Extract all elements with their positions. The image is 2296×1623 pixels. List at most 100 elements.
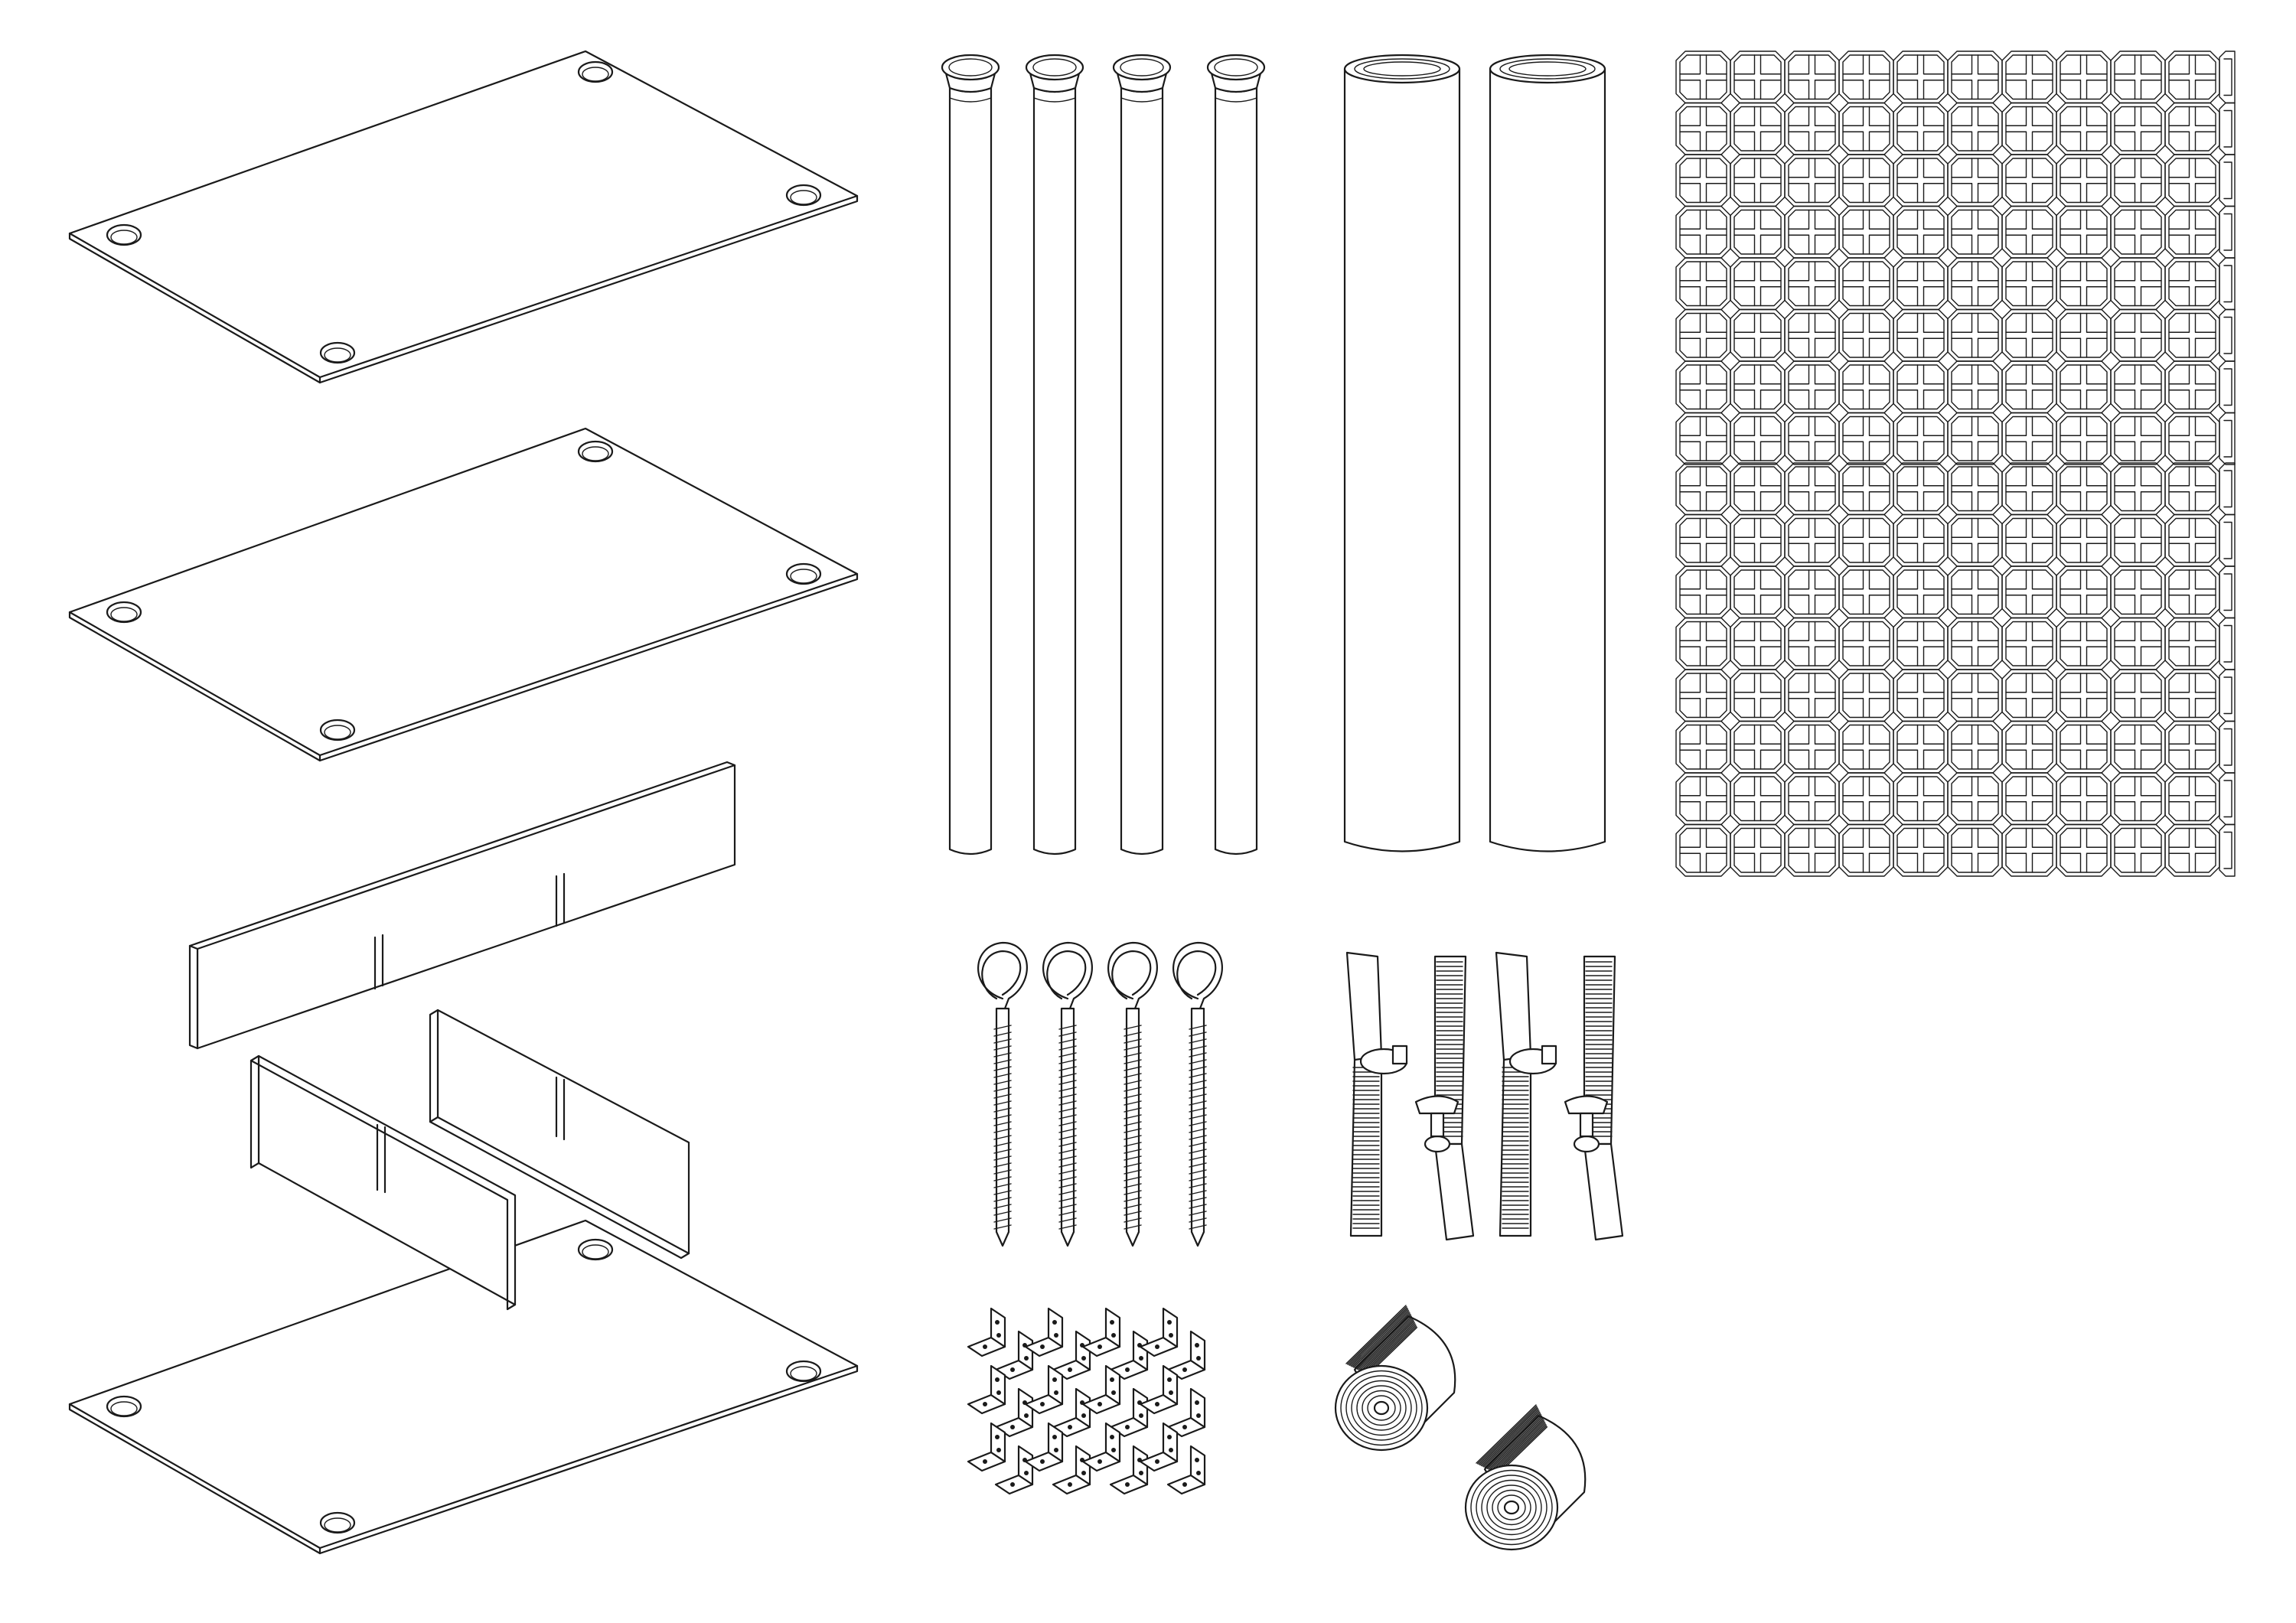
grid-cell <box>1838 720 1894 774</box>
grid-cell <box>1947 360 2003 414</box>
grid-cell <box>2056 257 2112 311</box>
grid-cell <box>2001 102 2057 155</box>
grid-cell <box>2164 360 2220 414</box>
grid-cell <box>2110 513 2166 567</box>
tape-rolls-group <box>1334 1305 1587 1551</box>
angle-bracket <box>1052 1445 1091 1495</box>
grid-cell <box>2164 513 2220 567</box>
grid-cell <box>1675 308 1731 362</box>
grid-cell <box>1947 308 2003 362</box>
panel-hole <box>785 184 822 207</box>
grid-cell <box>1730 257 1786 311</box>
grid-cell <box>1730 308 1786 362</box>
grid-cell <box>1784 772 1840 826</box>
grid-cell <box>1947 513 2003 567</box>
grid-cell <box>1730 154 1786 207</box>
panel-hole <box>785 562 822 585</box>
grid-cell <box>2110 720 2166 774</box>
angle-bracket <box>1081 1307 1121 1357</box>
angle-bracket <box>1139 1364 1179 1415</box>
grid-cell <box>1675 823 1731 877</box>
panel-hole <box>106 601 142 624</box>
divider-long <box>188 761 736 1050</box>
angle-bracket <box>967 1422 1006 1472</box>
grid-cell <box>1730 823 1786 877</box>
angle-bracket <box>994 1445 1034 1495</box>
grid-cell <box>2110 565 2166 619</box>
grid-cell <box>2164 257 2220 311</box>
grid-cell <box>2056 412 2112 465</box>
grid-cell <box>1947 205 2003 259</box>
grid-cell <box>2110 412 2166 465</box>
angle-bracket <box>1139 1307 1179 1357</box>
grid-cell <box>2001 154 2057 207</box>
angle-bracket <box>1024 1422 1064 1472</box>
panel-hole <box>106 223 142 246</box>
grid-cell <box>1893 308 1949 362</box>
grid-cell <box>1838 102 1894 155</box>
grid-cell <box>1784 205 1840 259</box>
angle-bracket <box>1109 1445 1149 1495</box>
grid-cell <box>2110 205 2166 259</box>
grid-cell <box>2164 462 2220 516</box>
grid-cell <box>1893 462 1949 516</box>
grid-cell <box>1838 360 1894 414</box>
rod <box>1112 54 1172 855</box>
grid-cell <box>1730 513 1786 567</box>
grid-cell <box>2164 205 2220 259</box>
grid-cell <box>1947 772 2003 826</box>
panel-hole <box>577 60 614 83</box>
grid-cell <box>1947 462 2003 516</box>
grid-cell <box>1784 462 1840 516</box>
panel-hole <box>577 440 614 463</box>
grid-cell <box>1838 154 1894 207</box>
rod <box>1206 54 1266 855</box>
angle-bracket <box>1024 1307 1064 1357</box>
grid-cell <box>1893 565 1949 619</box>
edge-strip <box>2219 51 2236 465</box>
grid-cell <box>1784 154 1840 207</box>
grid-cell <box>2001 823 2057 877</box>
rod <box>941 54 1000 855</box>
grid-cell <box>2110 823 2166 877</box>
grid-cell <box>1947 617 2003 670</box>
grid-cell <box>1947 51 2003 104</box>
eye-screw <box>977 941 1028 1247</box>
grid-cell <box>2056 823 2112 877</box>
grid-cell <box>1784 412 1840 465</box>
grid-panel <box>1675 51 1949 465</box>
grid-panels-group <box>1675 51 2236 877</box>
tape-roll <box>1334 1305 1456 1452</box>
panel-hole <box>319 1511 356 1534</box>
velcro-strap <box>1495 951 1557 1237</box>
panel-hole <box>319 719 356 741</box>
grid-cell <box>2164 308 2220 362</box>
grid-panel <box>1947 462 2220 877</box>
grid-cell <box>2110 102 2166 155</box>
velcro-straps-group <box>1345 951 1624 1241</box>
velcro-strap <box>1564 955 1624 1241</box>
grid-cell <box>1893 669 1949 722</box>
eye-screw <box>1107 941 1158 1247</box>
grid-cell <box>2001 669 2057 722</box>
grid-cell <box>2001 720 2057 774</box>
tube <box>1489 54 1606 852</box>
panel-hole <box>577 1238 614 1261</box>
angle-bracket <box>967 1364 1006 1415</box>
grid-cell <box>2164 565 2220 619</box>
grid-cell <box>1784 102 1840 155</box>
grid-cell <box>2001 205 2057 259</box>
shelf-panel-middle <box>68 427 859 762</box>
angle-bracket <box>1024 1364 1064 1415</box>
grid-cell <box>1947 257 2003 311</box>
grid-cell <box>2001 513 2057 567</box>
grid-cell <box>1784 308 1840 362</box>
grid-cell <box>2164 669 2220 722</box>
eye-screws-group <box>977 941 1223 1247</box>
grid-cell <box>2001 360 2057 414</box>
divider-right <box>429 1009 690 1260</box>
grid-cell <box>2164 412 2220 465</box>
grid-cell <box>2056 308 2112 362</box>
grid-cell <box>1675 617 1731 670</box>
grid-cell <box>2164 102 2220 155</box>
